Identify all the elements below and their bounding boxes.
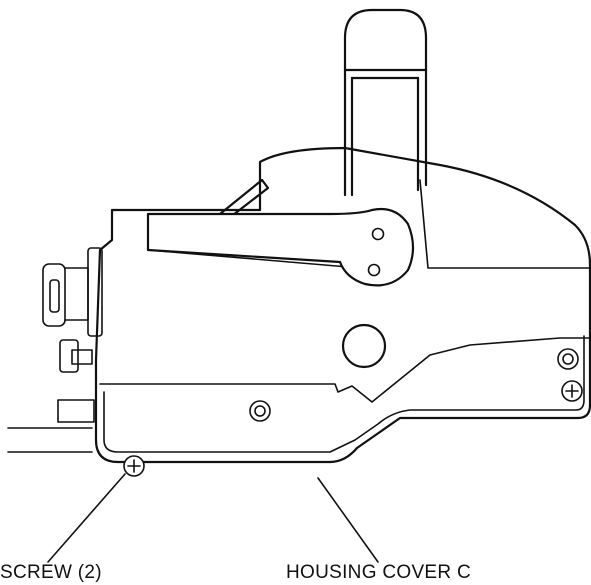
hinge-bar: [213, 178, 270, 224]
screw-callout-label: SCREW (2): [0, 562, 102, 583]
screw-icon: [123, 455, 145, 477]
housing-body: [94, 146, 591, 464]
control-lever: [343, 8, 428, 197]
screw-icon: [561, 380, 583, 402]
callout-leader-lines: [47, 473, 379, 563]
housing-cover-callout-label: HOUSING COVER C: [286, 562, 472, 583]
left-connectors: [7, 247, 103, 453]
